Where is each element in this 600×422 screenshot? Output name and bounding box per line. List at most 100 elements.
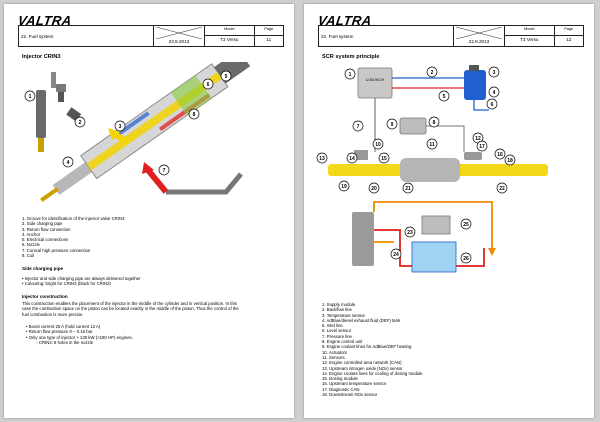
- list-item: • Injector and side charging pipe are al…: [22, 276, 141, 281]
- small-part-1: [51, 72, 56, 88]
- callout-7: [158, 164, 170, 176]
- callout-label: 4: [493, 90, 496, 96]
- injector-small-tip: [38, 138, 44, 152]
- downstream-sensor-body: [464, 152, 482, 160]
- side-charging-heading: Side charging pipe: [22, 266, 64, 271]
- callout-23: [404, 226, 416, 238]
- engine-block: [352, 212, 374, 266]
- callout-label: 8: [433, 120, 436, 126]
- model-label: Model: [204, 25, 255, 36]
- list-item: 7. Conical high pressure connection: [22, 247, 91, 253]
- coil: [170, 75, 212, 116]
- list-item: • Return flow pressure 0 – 0.15 bar: [26, 329, 93, 335]
- callout-label: 14: [349, 156, 355, 162]
- callout-13: [316, 152, 328, 164]
- callout-3: [114, 120, 126, 132]
- scr-parts-list: 1. Supply module 2. Backflow line 3. Tem…: [322, 302, 423, 397]
- list-item: 7. Pressure line: [322, 333, 352, 339]
- small-part-2: [56, 84, 66, 92]
- model-value: T3 Versu: [504, 34, 555, 48]
- def-tank-cap: [469, 65, 479, 71]
- injector-small: [36, 90, 46, 138]
- supply-module-label: U-BOSCH: [366, 77, 385, 82]
- list-item: 6. Level sensor: [322, 328, 352, 334]
- callout-label: 16: [497, 152, 503, 158]
- callout-label: 6: [491, 102, 494, 108]
- supply-module: [357, 67, 393, 99]
- callout-label: 7: [357, 124, 360, 130]
- injector-diagram: 1 2 3 4 5 6 7 8: [24, 62, 251, 202]
- header-date: 22.8.2013: [468, 39, 490, 44]
- injector-parts-list: 1. Groove for identification of the inje…: [22, 216, 124, 258]
- section-title: Injector CRIN3: [22, 54, 61, 60]
- callout-label: 2: [431, 70, 434, 76]
- coolant-line: [473, 100, 489, 111]
- text-line: case the combustion space on the piston …: [22, 306, 239, 312]
- callout-6: [486, 98, 498, 110]
- list-item: 3. Return flow connection: [22, 226, 71, 232]
- return-passage: [114, 111, 150, 138]
- list-item: 2. Side charging pipe: [22, 221, 63, 227]
- callout-25: [460, 218, 472, 230]
- model-value: T3 Versu: [204, 34, 255, 48]
- callout-group: 1 2 3 4 5 6 7 8: [24, 70, 232, 176]
- callout-label: 25: [463, 222, 469, 228]
- callout-label: 15: [381, 156, 387, 162]
- callout-label: 23: [407, 230, 413, 236]
- callout-label: 19: [341, 184, 347, 190]
- list-item: 6. Nozzle: [22, 242, 40, 248]
- engine-control-unit: [399, 117, 427, 135]
- callout-2: [426, 66, 438, 78]
- list-item: 8. Engine control unit: [322, 339, 363, 345]
- callout-21: [402, 182, 414, 194]
- page-label: Page: [253, 25, 285, 36]
- callout-label: 1: [349, 72, 352, 78]
- callout-label: 18: [507, 158, 513, 164]
- construction-heading: Injector construction: [22, 294, 68, 299]
- callout-3: [488, 66, 500, 78]
- flow-arrow-icon: [488, 248, 496, 256]
- high-pressure-arrow: [145, 168, 169, 194]
- list-item: 18. Downstream NOx sensor: [322, 392, 378, 398]
- callout-label: 10: [375, 142, 381, 148]
- page-11: VALTRA 22. Fuel system 22.8.2013 Model P…: [4, 4, 294, 418]
- callout-17: [476, 140, 488, 152]
- def-tank-lower: [411, 241, 457, 273]
- callout-5-label: 5: [225, 74, 228, 80]
- callout-1-label: 1: [29, 94, 32, 100]
- callout-1: [24, 90, 36, 102]
- list-item: 15. Dosing module: [322, 376, 358, 382]
- list-item: 11. Sensors: [322, 354, 345, 360]
- header-date: 22.8.2013: [168, 39, 190, 44]
- list-item: 14. Engine coolant lines for cooling of …: [322, 370, 423, 376]
- can-line: [426, 125, 465, 152]
- callout-2-label: 2: [79, 120, 82, 126]
- list-item: 16. Upstream temperature sensor: [322, 381, 387, 387]
- construction-text: This construction enables the placement …: [22, 301, 284, 317]
- callout-label: 17: [479, 144, 485, 150]
- list-item: ◦ CRIN3: 8 holes in the nozzle: [36, 339, 94, 345]
- list-item: 5. Electrical connections: [22, 237, 69, 243]
- header-table: 22. Fuel system 22.8.2013 Model Page T3 …: [18, 25, 285, 48]
- list-item: 2. Backflow line: [322, 307, 352, 313]
- callout-label: 5: [443, 94, 446, 100]
- injector-nozzle: [40, 187, 59, 202]
- callout-label: 3: [493, 70, 496, 76]
- callout-5: [438, 90, 450, 102]
- page-number: 11: [253, 34, 285, 48]
- callout-label: 22: [499, 186, 505, 192]
- callout-5: [220, 70, 232, 82]
- page-number: 12: [553, 34, 585, 48]
- callout-label: 21: [405, 186, 411, 192]
- list-item: • Colouring: bright for CRIN3 (black for…: [22, 281, 111, 287]
- callout-label: 12: [475, 136, 481, 142]
- callout-6-label: 6: [207, 82, 210, 88]
- model-label: Model: [504, 25, 555, 36]
- list-item: 17. Diagnostic CAN: [322, 386, 360, 392]
- callout-11: [426, 138, 438, 150]
- callout-4: [488, 86, 500, 98]
- text-line: fuel combustion is more precise.: [22, 311, 84, 317]
- spec-list: • Boost current 25 A (hold current 12 A)…: [26, 324, 133, 345]
- callout-10: [372, 138, 384, 150]
- list-item: 3. Temperature sensor: [322, 312, 365, 318]
